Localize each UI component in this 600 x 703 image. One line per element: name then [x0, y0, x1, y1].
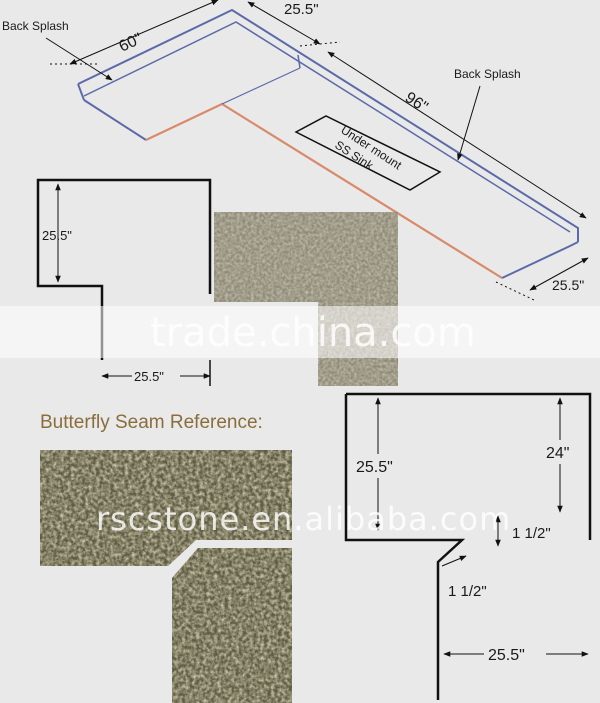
dim-60-label: 60"	[117, 30, 145, 55]
back-splash-pointer-right	[457, 85, 481, 161]
watermark-trade-china: trade.china.com	[150, 310, 476, 356]
corner-right-dim-right-gap	[544, 440, 580, 464]
dim-96-line	[327, 51, 587, 219]
corner-right-notch-h	[441, 555, 467, 567]
back-splash-left-strip-inner	[83, 21, 571, 233]
dim-60-line	[69, 0, 219, 65]
back-splash-label-right: Back Splash	[454, 67, 521, 81]
corner-right: 25.5" 24" 1 1/2" 1 1/2" 25.5"	[344, 392, 592, 700]
dim-255-right-label: 25.5"	[552, 277, 584, 293]
dim-255-top-line	[247, 1, 321, 45]
corner-right-dim-left-label: 25.5"	[356, 459, 393, 476]
corner-left-dim-h-label: 25.5"	[134, 369, 164, 384]
granite-seam-piece-bottom-texture	[172, 548, 292, 703]
granite-sample-top	[214, 212, 398, 386]
corner-right-dim-left-gap	[354, 454, 406, 478]
corner-right-notch-v-label: 1 1/2"	[512, 525, 551, 542]
dim-255-top-label: 25.5"	[284, 1, 319, 18]
corner-right-notch-h-label: 1 1/2"	[448, 583, 487, 600]
granite-sample-top-texture	[214, 212, 398, 386]
corner-left: 25.5" 25.5"	[36, 178, 212, 386]
dim-96-label: 96"	[402, 89, 431, 116]
watermark-rscstone: rscstone.en.alibaba.com	[96, 500, 512, 538]
corner-left-dim-h-gap	[132, 368, 180, 384]
seam-reference-title: Butterfly Seam Reference:	[40, 412, 263, 433]
corner-right-top	[346, 392, 592, 540]
corner-right-outline	[344, 394, 466, 700]
corner-right-dim-bottom-gap	[484, 642, 546, 666]
counter-right-edge	[501, 241, 579, 279]
corner-right-dim-right-label: 24"	[546, 445, 569, 462]
granite-seam-piece-top-texture	[40, 450, 292, 566]
dim-255-right-ext	[495, 281, 535, 301]
corner-left-outline	[36, 178, 212, 360]
back-splash-pointer-left	[45, 37, 113, 81]
watermark-band	[0, 306, 600, 358]
splash-joint	[297, 54, 301, 69]
counter-left-edge	[83, 99, 147, 141]
granite-seam-sample	[40, 450, 292, 703]
seam-line	[221, 67, 301, 105]
dim-255-right-line	[529, 257, 589, 291]
back-splash-label-left: Back Splash	[2, 19, 69, 33]
dim-255-top-ext	[299, 41, 341, 47]
corner-right-dim-bottom-label: 25.5"	[488, 647, 525, 664]
back-splash-end-left	[77, 83, 85, 101]
back-splash-left-strip	[77, 8, 579, 242]
corner-left-dim-v-label: 25.5"	[42, 228, 72, 243]
